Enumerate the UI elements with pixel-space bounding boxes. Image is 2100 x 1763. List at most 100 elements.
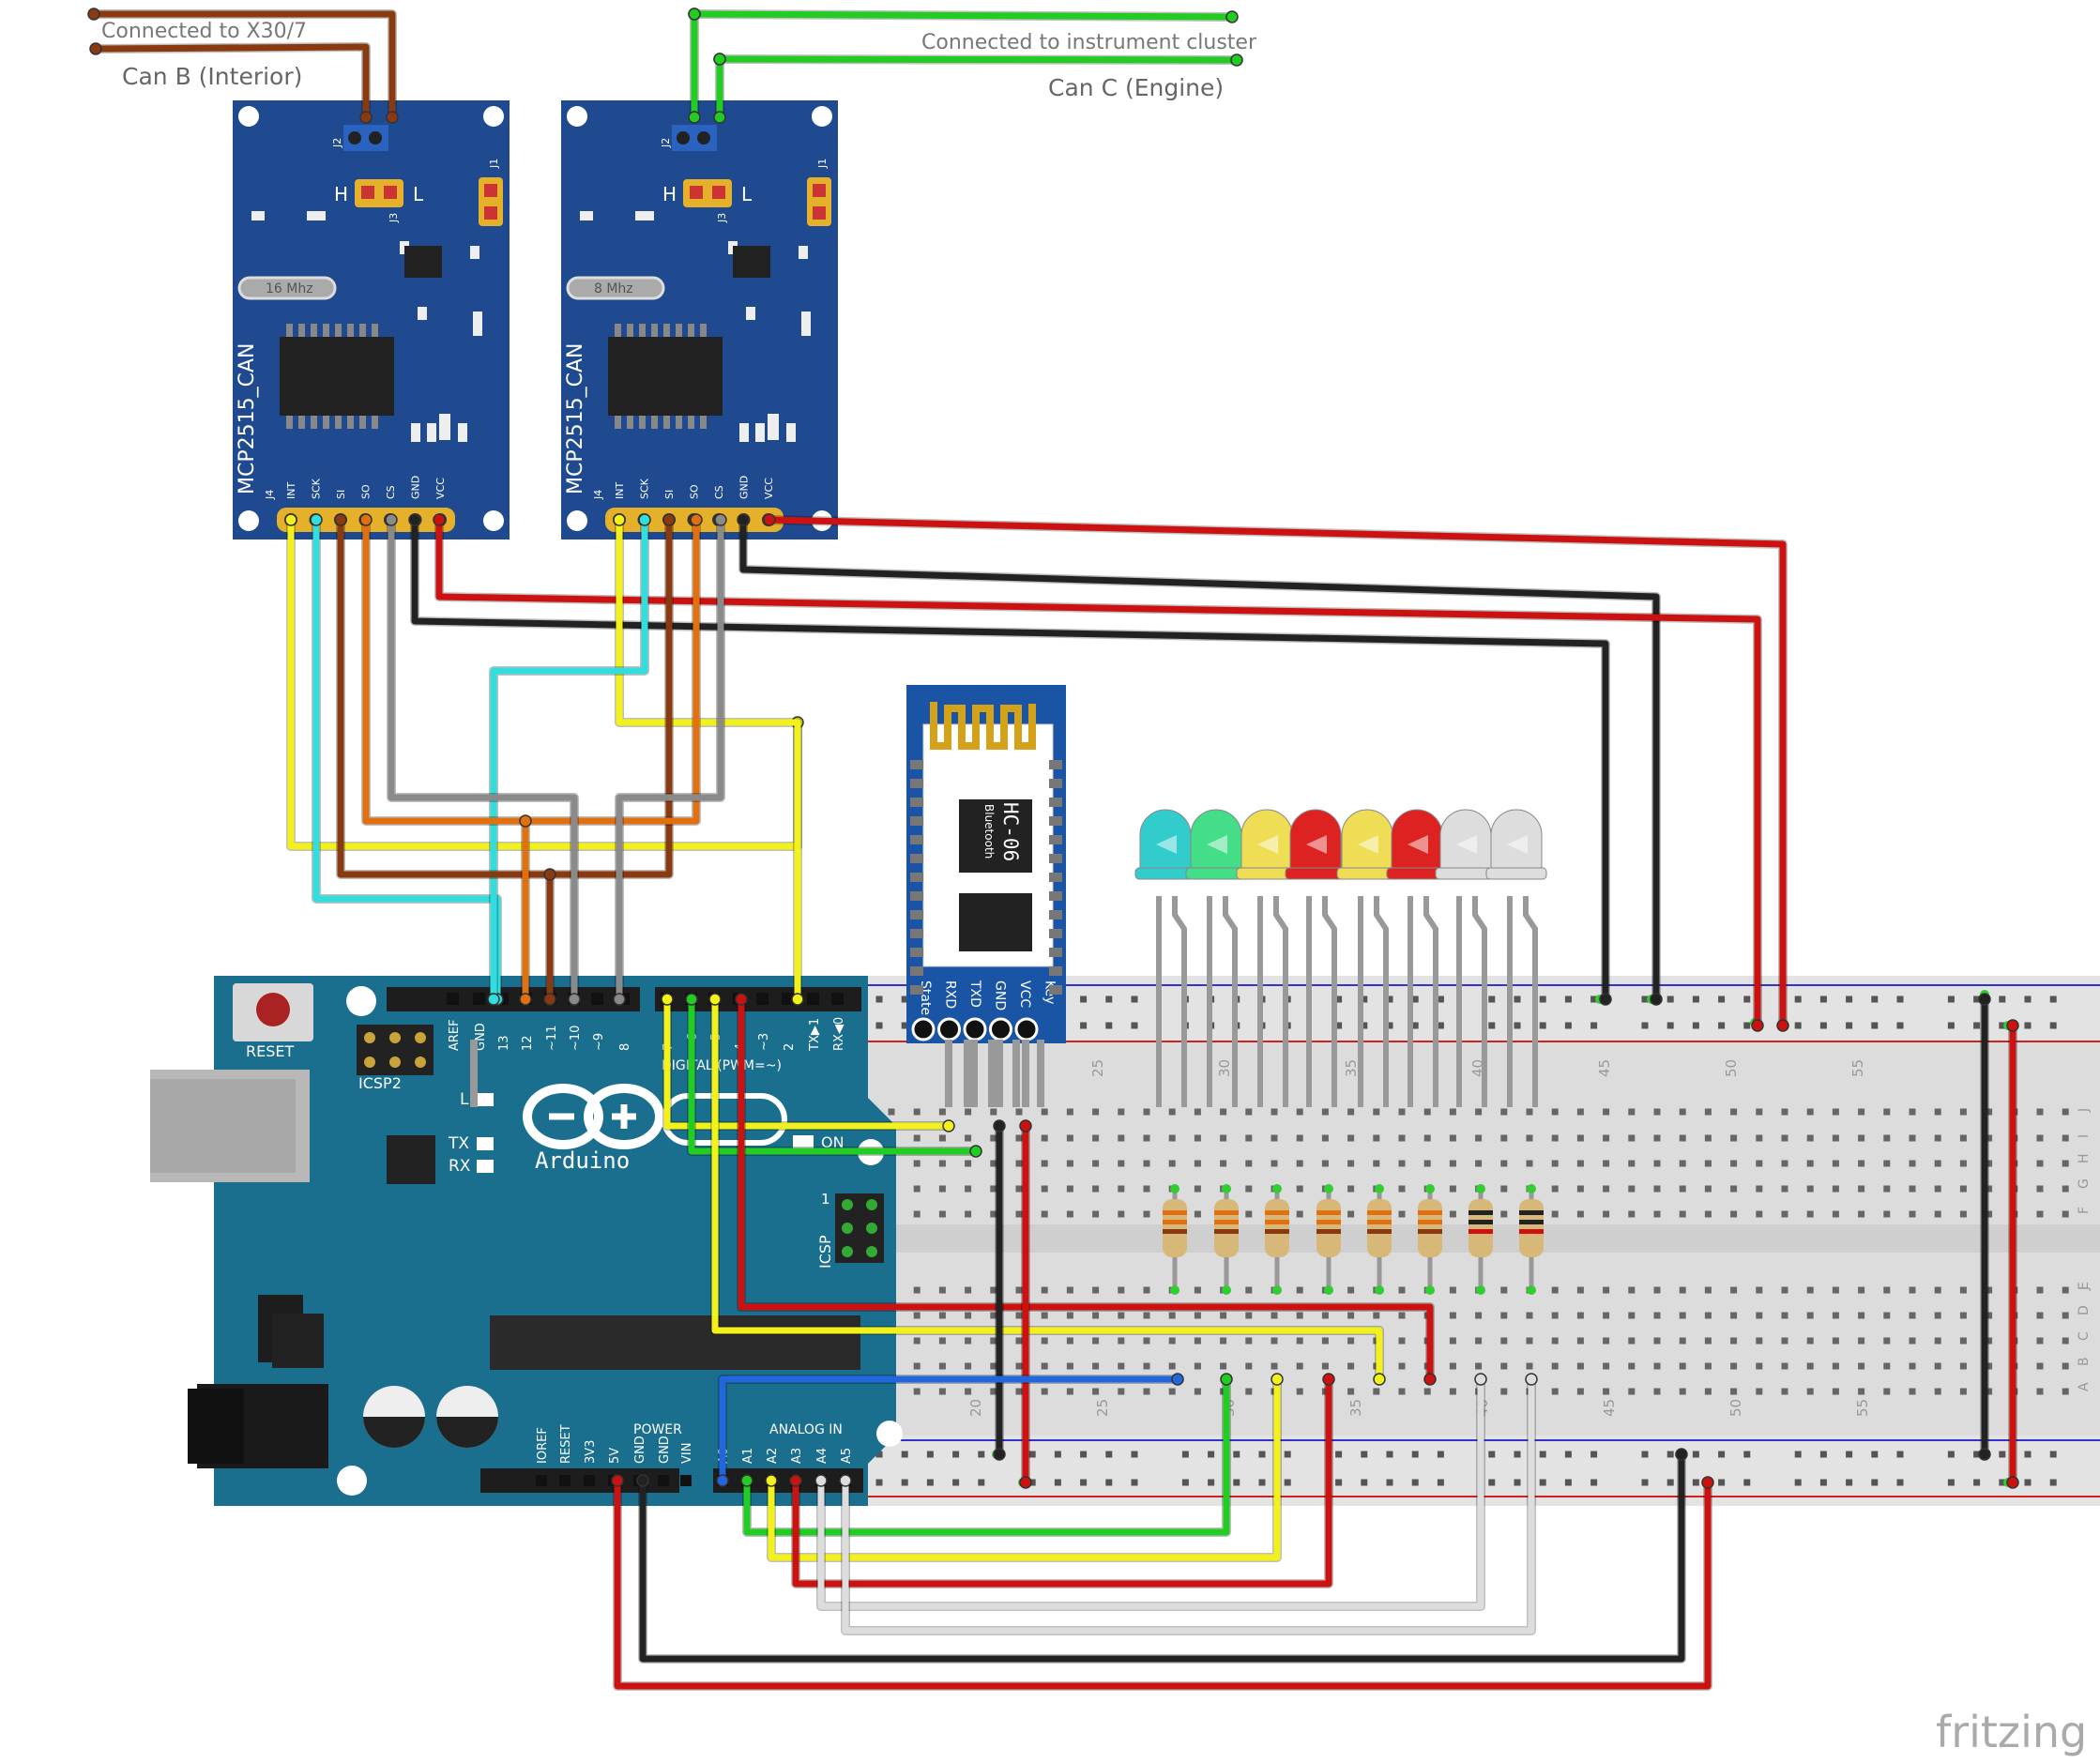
breadboard-hole [1806, 1210, 1814, 1218]
breadboard-hole [1704, 1312, 1712, 1319]
breadboard-hole [1041, 1312, 1048, 1319]
row-letter-I: I [2077, 1134, 2092, 1138]
led-rx-label: RX [449, 1157, 471, 1176]
breadboard-hole [1986, 1362, 1993, 1370]
breadboard-hole [1832, 1337, 1839, 1345]
a0-wire[interactable] [719, 1375, 1178, 1481]
can1-sck-wire[interactable] [312, 520, 501, 999]
can-b-wire-l[interactable] [95, 43, 370, 117]
breadboard-hole [1551, 1312, 1559, 1319]
breadboard-hole [1679, 1286, 1686, 1294]
breadboard-hole [1118, 1160, 1125, 1167]
breadboard-hole [1245, 1337, 1253, 1345]
breadboard-hole [1576, 1160, 1584, 1167]
led-yellow [1336, 809, 1398, 1107]
bt-pin-label: TXD [967, 980, 982, 1008]
breadboard-hole [1628, 1388, 1636, 1395]
digital-pin-label: 13 [497, 1035, 511, 1051]
breadboard-hole [1398, 1210, 1406, 1218]
row-letter-F: F [2077, 1207, 2092, 1214]
breadboard-rail-hole [1437, 995, 1444, 1003]
breadboard-hole [1143, 1388, 1150, 1395]
a5-wire[interactable] [842, 1379, 1535, 1634]
can-c-wire-l[interactable] [719, 55, 1238, 64]
power-gnd-wire[interactable] [639, 1454, 1685, 1663]
icsp-header [835, 1193, 884, 1263]
si-bus-wire[interactable] [337, 520, 673, 878]
bt-pin-label: GND [993, 980, 1008, 1011]
j3-label: J3 [388, 213, 400, 223]
breadboard-hole [1449, 1108, 1456, 1116]
breadboard-hole [938, 1134, 946, 1142]
breadboard-hole [1959, 1134, 1967, 1142]
breadboard-hole [1066, 1286, 1073, 1294]
can2-sck-wire[interactable] [490, 520, 648, 999]
breadboard-hole [1934, 1286, 1941, 1294]
a3-wire[interactable] [792, 1379, 1332, 1588]
breadboard-hole [1756, 1312, 1763, 1319]
breadboard-hole [1858, 1337, 1865, 1345]
breadboard-hole [1347, 1337, 1355, 1345]
col-number-top-5: 50 [1723, 1059, 1740, 1077]
breadboard-hole [1679, 1108, 1686, 1116]
breadboard-hole [1475, 1134, 1483, 1142]
breadboard-hole [1986, 1286, 1993, 1294]
breadboard-hole [1730, 1160, 1738, 1167]
breadboard-hole [1449, 1286, 1456, 1294]
breadboard-hole [1653, 1185, 1661, 1193]
breadboard-hole [1959, 1388, 1967, 1395]
power-5v-wire[interactable] [614, 1481, 1712, 1690]
col-number-bottom-6: 50 [1727, 1399, 1744, 1417]
connected-cluster-label: Connected to instrument cluster [921, 31, 1257, 54]
can1-gnd-wire[interactable] [411, 520, 1609, 999]
breadboard-hole [1092, 1362, 1100, 1370]
analog-red-wire[interactable] [738, 999, 1434, 1379]
breadboard-hole [1066, 1134, 1073, 1142]
can2-int-wire[interactable] [616, 520, 801, 999]
breadboard-hole [1475, 1337, 1483, 1345]
breadboard-hole [1986, 1210, 1993, 1218]
row-letter-A: A [2077, 1382, 2092, 1391]
breadboard-hole [1858, 1362, 1865, 1370]
breadboard-hole [1806, 1134, 1814, 1142]
can1-cs-wire[interactable] [388, 520, 578, 999]
can2-gnd-wire[interactable] [739, 520, 1660, 999]
breadboard-hole [1271, 1160, 1278, 1167]
breadboard-hole [1194, 1286, 1201, 1294]
breadboard-rail-hole [1539, 995, 1546, 1003]
breadboard-hole [1883, 1286, 1891, 1294]
breadboard-hole [1449, 1160, 1456, 1167]
breadboard-rail-hole [1999, 1479, 2006, 1486]
a2-wire[interactable] [768, 1379, 1281, 1561]
can-c-wire-h[interactable] [693, 10, 1233, 21]
row-letter-E: J [2077, 1286, 2092, 1291]
breadboard-rail-hole [1411, 1451, 1419, 1458]
breadboard-hole [2062, 1337, 2069, 1345]
breadboard-rail-hole [1718, 1451, 1726, 1458]
breadboard-rail-hole [1361, 1022, 1368, 1029]
can1-vcc-wire[interactable] [435, 520, 1761, 1026]
breadboard-rail-hole [1539, 1451, 1546, 1458]
breadboard-hole [2062, 1312, 2069, 1319]
breadboard-hole [913, 1388, 921, 1395]
breadboard-hole [1245, 1388, 1253, 1395]
can2-cs-wire[interactable] [616, 520, 724, 999]
module-pin-label: GND [738, 476, 751, 499]
breadboard-hole [1653, 1108, 1661, 1116]
can2-vcc-wire[interactable] [768, 516, 1787, 1026]
breadboard-hole [1603, 1160, 1610, 1167]
bt-rx-wire[interactable] [663, 999, 949, 1130]
a1-wire[interactable] [743, 1379, 1230, 1536]
breadboard-hole [1603, 1210, 1610, 1218]
bt-tx-wire[interactable] [688, 999, 976, 1155]
row-letter-E: E [2077, 1282, 2092, 1290]
analog-yellow-wire[interactable] [711, 999, 1383, 1379]
a4-wire[interactable] [817, 1379, 1484, 1610]
can-b-wire-h[interactable] [94, 10, 396, 117]
breadboard-hole [990, 1185, 997, 1193]
breadboard-rail-hole [1181, 1451, 1189, 1458]
breadboard-rail-hole [1692, 1451, 1699, 1458]
breadboard-rail-hole [1131, 1479, 1138, 1486]
breadboard-rail-hole [978, 1451, 985, 1458]
